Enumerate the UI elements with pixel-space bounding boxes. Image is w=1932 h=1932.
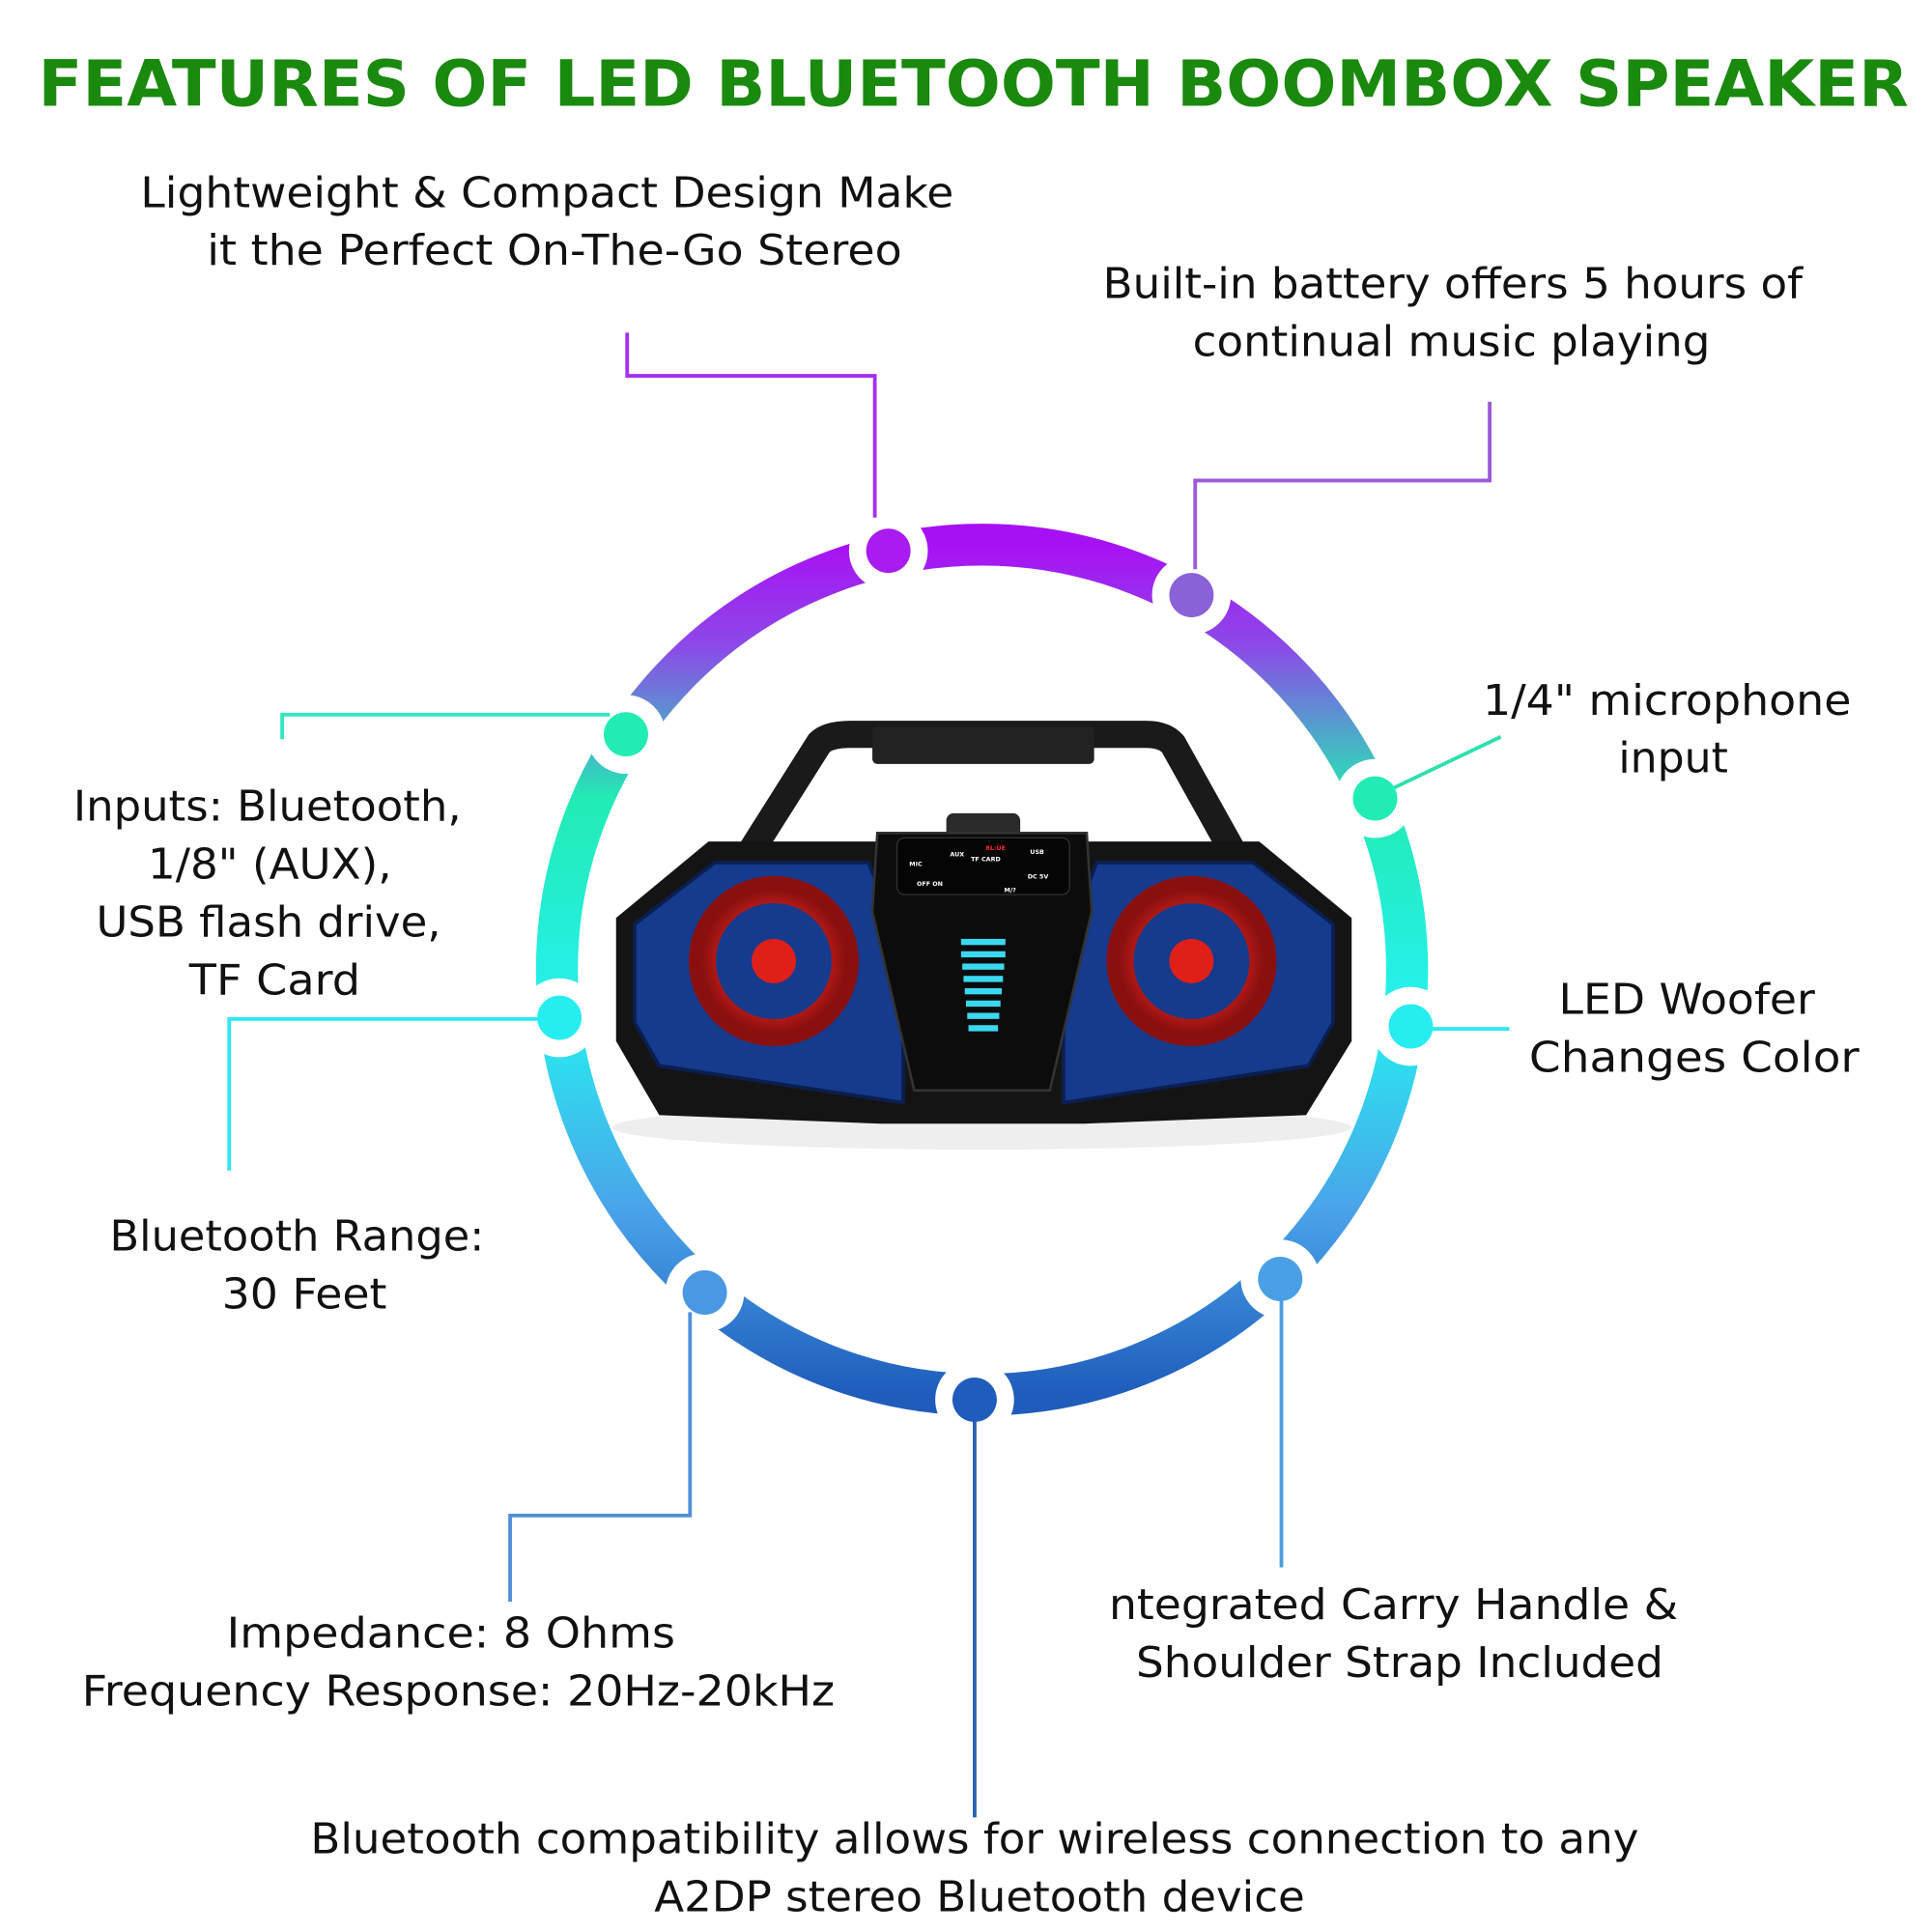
feature-impedance-line1: Impedance: 8 Ohms (227, 1609, 675, 1658)
ring-gaps (520, 511, 1451, 1439)
feature-battery-line2: continual music playing (1193, 319, 1711, 367)
feature-inputs-line2: 1/8" (AUX), (148, 840, 392, 889)
panel-switch: OFF ON (917, 880, 943, 888)
panel-mode: M/? (1005, 886, 1017, 894)
page-title: FEATURES OF LED BLUETOOTH BOOMBOX SPEAKE… (39, 46, 1909, 122)
connector-design (625, 332, 877, 518)
panel-dc: DC 5V (1028, 872, 1049, 880)
feature-led-line1: LED Woofer (1559, 977, 1815, 1025)
connector-inputs (280, 712, 611, 740)
dot-range (537, 995, 582, 1040)
panel-aux: AUX (950, 850, 964, 858)
connector-mic (1391, 735, 1502, 791)
feature-inputs-line3: USB flash drive, (96, 898, 440, 947)
panel-usb: USB (1030, 848, 1044, 856)
dot-compat (952, 1378, 997, 1422)
feature-design-line1: Lightweight & Compact Design Make (140, 169, 953, 217)
panel-tf: TF CARD (971, 856, 1001, 864)
feature-inputs-line1: Inputs: Bluetooth, (73, 782, 462, 831)
feature-mic-line2: input (1618, 735, 1728, 783)
feature-handle-line2: Shoulder Strap Included (1136, 1639, 1663, 1688)
feature-range-line2: 30 Feet (222, 1271, 387, 1320)
dot-inputs (604, 712, 648, 757)
feature-impedance-line2: Frequency Response: 20Hz-20kHz (82, 1667, 835, 1716)
feature-inputs-line4: TF Card (188, 956, 360, 1005)
panel-mic: MIC (909, 861, 923, 868)
feature-battery-line1: Built-in battery offers 5 hours of (1103, 261, 1804, 309)
dot-handle (1258, 1257, 1303, 1301)
dot-design (866, 528, 911, 574)
dot-mic (1352, 776, 1398, 821)
dot-impedance (682, 1270, 727, 1315)
panel-display: 8L:UE (985, 844, 1006, 852)
connector-range (227, 1016, 543, 1171)
connector-battery (1193, 401, 1492, 570)
feature-compat-line2: A2DP stereo Bluetooth device (654, 1873, 1304, 1921)
connector-impedance (508, 1312, 693, 1603)
feature-led-line2: Changes Color (1529, 1035, 1860, 1083)
boombox-image: 8L:UE MIC AUX TF CARD USB DC 5V OFF ON M… (611, 721, 1352, 1151)
feature-design-line2: it the Perfect On-The-Go Stereo (207, 227, 901, 275)
dot-battery (1169, 573, 1214, 618)
feature-range-line1: Bluetooth Range: (110, 1213, 485, 1262)
feature-compat-line1: Bluetooth compatibility allows for wirel… (310, 1815, 1638, 1863)
dot-led (1388, 1004, 1434, 1049)
feature-mic-line1: 1/4" microphone (1483, 677, 1851, 725)
feature-handle-line1: ntegrated Carry Handle & (1109, 1581, 1678, 1630)
